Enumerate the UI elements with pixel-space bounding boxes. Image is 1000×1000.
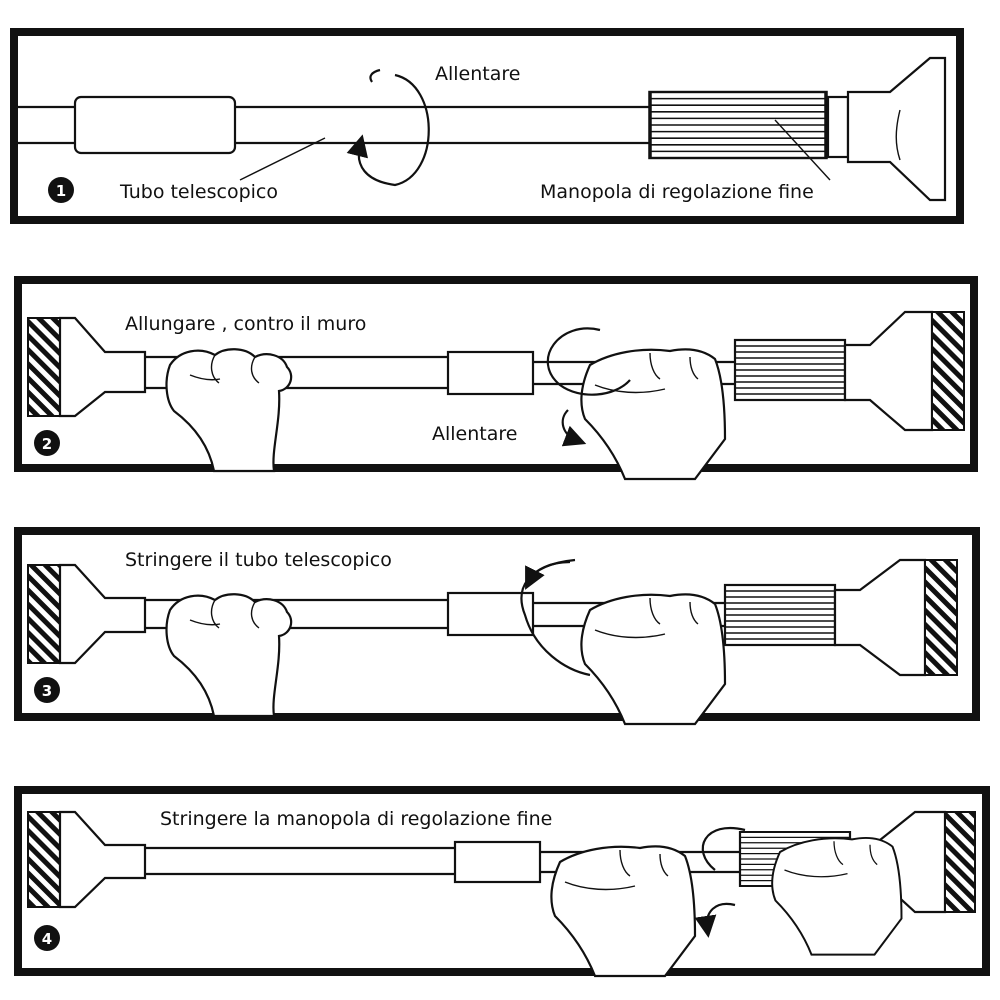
- label-fine-adjust-knob: Manopola di regolazione fine: [540, 181, 814, 203]
- right-wall: [924, 559, 958, 676]
- rotate-arrow-tail: [369, 68, 381, 83]
- right-hand: [580, 348, 727, 481]
- step-number: 4: [42, 930, 52, 948]
- rotate-loosen-arrow: [561, 409, 587, 447]
- rotate-tighten-arrow: [694, 902, 736, 938]
- telescopic-tube: [446, 591, 535, 637]
- label-loosen: Allentare: [432, 423, 517, 445]
- step-3-panel: Stringere il tubo telescopico 3: [14, 527, 980, 726]
- rotate-tighten-arrow: [525, 560, 571, 590]
- left-end-cap: [58, 563, 147, 665]
- instruction-text: Stringere la manopola di regolazione fin…: [160, 808, 552, 830]
- label-loosen: Allentare: [435, 63, 520, 85]
- right-end-cap: [843, 310, 934, 432]
- step-number: 2: [42, 435, 52, 453]
- left-hand: [165, 348, 293, 473]
- step-number: 1: [56, 182, 66, 200]
- left-wall: [27, 317, 61, 417]
- panel-frame: [10, 28, 964, 224]
- step-2-panel: Allungare , contro il muro Allentare 2: [14, 276, 978, 481]
- step-1-panel: Allentare Tubo telescopico Manopola di r…: [10, 28, 964, 224]
- step-number-badge: [34, 430, 60, 456]
- telescopic-tube: [446, 350, 535, 396]
- step-number: 3: [42, 682, 52, 700]
- leader-line-knob: [774, 119, 831, 181]
- left-hand: [550, 845, 697, 978]
- step-number-badge: [48, 177, 74, 203]
- instruction-text: Allungare , contro il muro: [125, 313, 366, 335]
- leader-line-tube: [239, 137, 326, 181]
- end-cap-detail: [895, 109, 901, 161]
- left-end-cap: [58, 810, 147, 909]
- left-hand: [165, 593, 293, 718]
- left-end-cap: [58, 316, 147, 418]
- fine-adjust-knob: [648, 90, 828, 160]
- right-hand: [771, 836, 903, 956]
- step-number-badge: [34, 677, 60, 703]
- fine-adjust-knob: [723, 583, 837, 647]
- step-4-panel: Stringere la manopola di regolazione fin…: [14, 786, 990, 978]
- right-wall: [931, 311, 965, 431]
- right-hand: [580, 593, 727, 726]
- panel-frame: [14, 276, 978, 472]
- step-number-badge: [34, 925, 60, 951]
- right-wall: [944, 811, 976, 913]
- left-wall: [27, 564, 61, 664]
- left-wall: [27, 811, 61, 908]
- rotate-arrow-loop: [546, 327, 631, 396]
- rotate-arrow-loop: [701, 827, 746, 871]
- right-end-cap: [833, 558, 927, 677]
- coupling: [826, 95, 850, 159]
- rotate-loosen-arrow: [346, 73, 430, 187]
- panel-frame: [14, 786, 990, 976]
- fine-adjust-knob: [733, 338, 847, 402]
- telescopic-tube: [453, 840, 542, 884]
- telescopic-tube: [73, 95, 237, 155]
- label-telescopic-tube: Tubo telescopico: [119, 181, 278, 203]
- panel-frame: [14, 527, 980, 721]
- instruction-text: Stringere il tubo telescopico: [125, 549, 392, 571]
